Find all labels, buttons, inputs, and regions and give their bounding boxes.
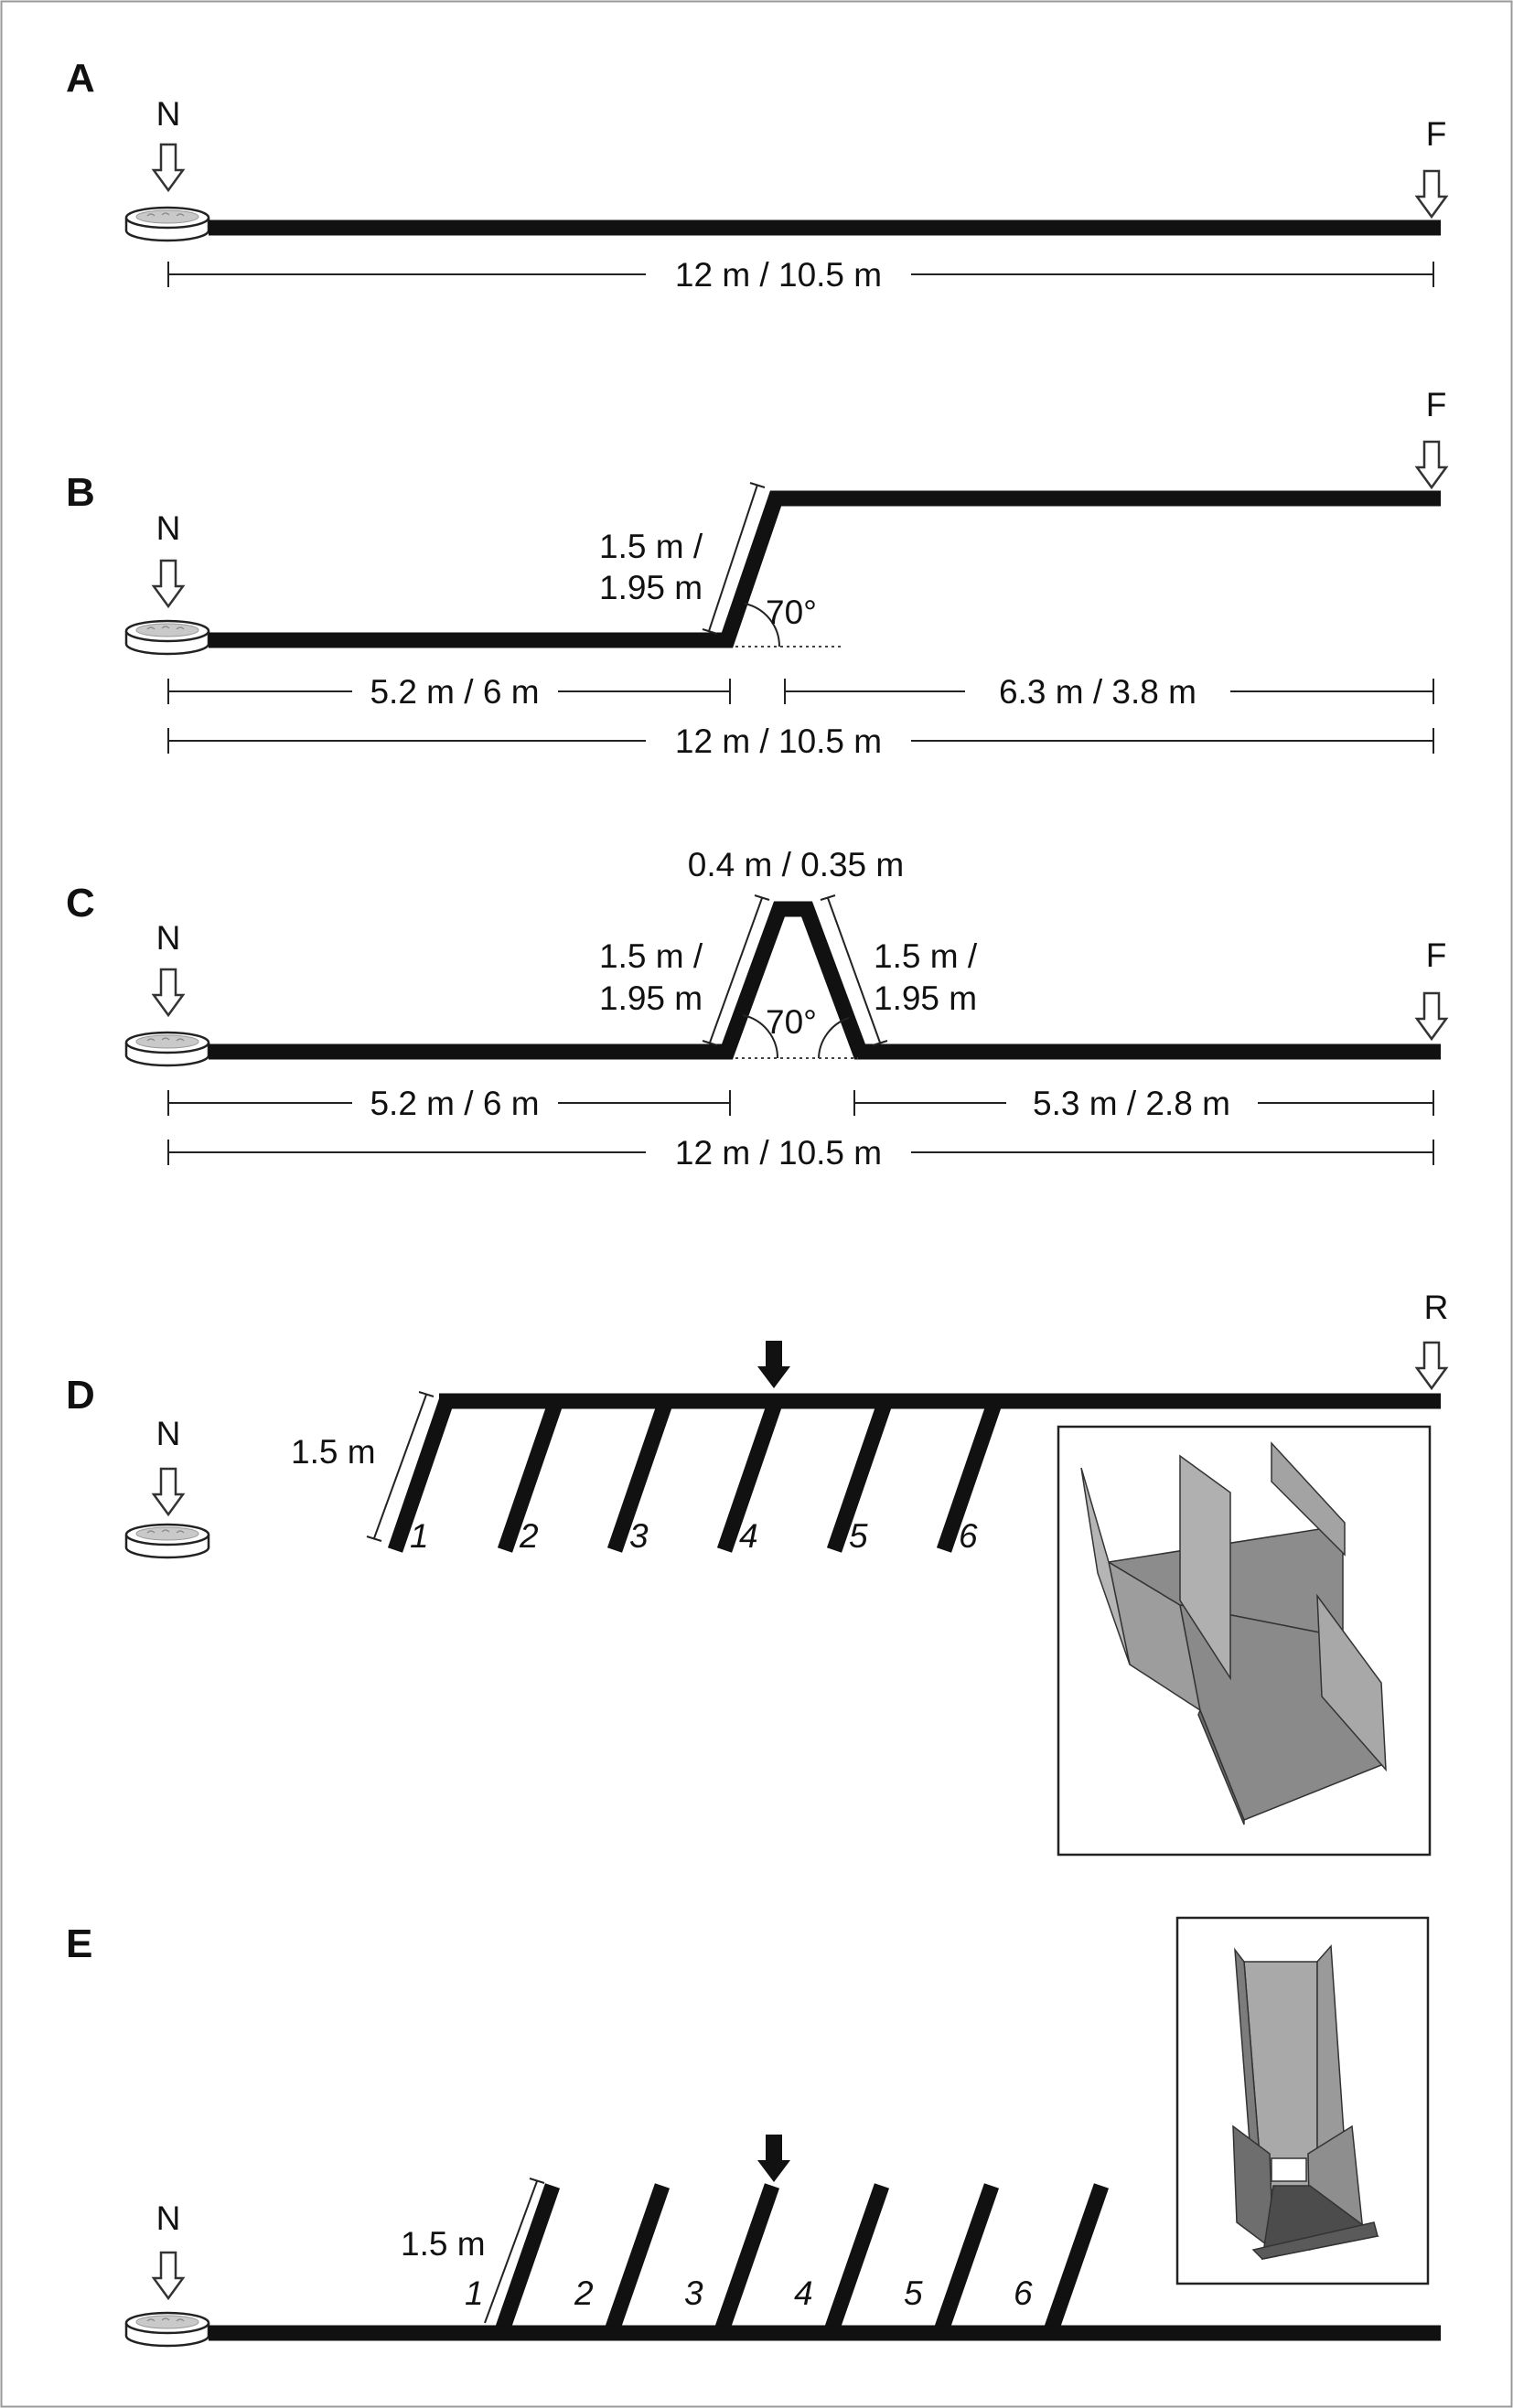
panel-d: D N R 1.5 m 1 2 3 4 5 6 xyxy=(66,1289,1449,1857)
panel-e-branch-number-5: 5 xyxy=(904,2274,923,2312)
panel-b-total-length: 12 m / 10.5 m xyxy=(675,722,882,760)
panel-e-nest-arrow-icon xyxy=(152,2251,185,2300)
panel-d-branch-1 xyxy=(387,1398,455,1553)
panel-a-total-dimension xyxy=(167,262,1434,287)
panel-c-right-ramp-line2: 1.95 m xyxy=(874,979,977,1017)
panel-d-food-dish-icon xyxy=(124,1523,210,1559)
panel-e-branch-length: 1.5 m xyxy=(401,2225,486,2263)
panel-d-branch-6 xyxy=(936,1398,1003,1553)
panel-d-branches xyxy=(387,1398,1003,1553)
panel-b-food-dish-icon xyxy=(124,619,210,656)
panel-e-branch-bracket xyxy=(484,2178,545,2324)
panel-b-ramp-length-line1: 1.5 m / xyxy=(599,528,703,565)
panel-d-inset-3d-view xyxy=(1057,1425,1432,1857)
panel-e-branches xyxy=(493,2183,1110,2336)
panel-e-branch-6 xyxy=(1042,2183,1110,2336)
panel-d-branch-5 xyxy=(826,1398,894,1553)
panel-c-food-dish-icon xyxy=(124,1031,210,1067)
panel-d-branch-number-4: 4 xyxy=(739,1517,758,1555)
panel-c-left-angle-arc xyxy=(742,1014,779,1059)
panel-e-nest-marker: N xyxy=(156,2199,181,2237)
panel-c-right-ramp-line1: 1.5 m / xyxy=(874,937,978,975)
panel-e-branch-number-3: 3 xyxy=(684,2274,703,2312)
panel-b-end-arrow-icon xyxy=(1415,440,1448,489)
panel-c-nest-arrow-icon xyxy=(152,968,185,1017)
panel-b-nest-marker: N xyxy=(156,509,181,547)
panel-b-before-ramp: 5.2 m / 6 m xyxy=(370,673,539,711)
panel-a-nest-arrow-icon xyxy=(152,143,185,192)
panel-d-branch-length: 1.5 m xyxy=(291,1433,376,1471)
panel-c-total-length: 12 m / 10.5 m xyxy=(675,1134,882,1172)
panel-e-branch-2 xyxy=(603,2183,671,2336)
panel-c-end-arrow-icon xyxy=(1415,991,1448,1041)
panel-d-branch-number-1: 1 xyxy=(410,1517,429,1555)
panel-c-top-width: 0.4 m / 0.35 m xyxy=(688,846,905,883)
panel-d-label: D xyxy=(66,1373,95,1418)
panel-e-branch-number-1: 1 xyxy=(465,2274,484,2312)
panel-c-left-ramp-line2: 1.95 m xyxy=(599,979,703,1017)
panel-b: B N F 1.5 m / 1.95 m 70° 5.2 m / 6 m 6.3… xyxy=(66,386,1448,760)
panel-d-branch-bracket xyxy=(366,1391,435,1542)
panel-e-entry-arrow-icon xyxy=(757,2135,790,2182)
panel-b-label: B xyxy=(66,470,95,515)
panel-d-branch-3 xyxy=(606,1398,674,1553)
panel-c-track xyxy=(209,901,1441,1060)
panel-c-dimension-lines xyxy=(167,1090,1434,1165)
panel-e-branch-number-6: 6 xyxy=(1014,2274,1033,2312)
panel-b-after-ramp: 6.3 m / 3.8 m xyxy=(999,673,1196,711)
panel-e-branch-4 xyxy=(822,2183,890,2336)
panel-e: E N 1.5 m 1 2 3 4 5 6 xyxy=(66,1916,1441,2348)
panel-c-right-ramp-bracket xyxy=(820,894,888,1046)
panel-c-after-ramp: 5.3 m / 2.8 m xyxy=(1033,1085,1230,1122)
panel-c-left-ramp-bracket xyxy=(702,894,770,1046)
panel-b-angle-arc xyxy=(744,603,781,647)
panel-b-ramp-length-line2: 1.95 m xyxy=(599,569,703,606)
panel-c-right-angle-arc xyxy=(818,1017,850,1059)
panel-d-nest-marker: N xyxy=(156,1415,181,1452)
panel-c: C N F 0.4 m / 0.35 m 1.5 m / 1.95 m 1.5 … xyxy=(66,846,1448,1172)
panel-c-nest-marker: N xyxy=(156,919,181,957)
panel-e-branch-1 xyxy=(493,2183,561,2336)
panel-b-track xyxy=(209,490,1441,648)
panel-c-label: C xyxy=(66,881,95,926)
panel-e-branch-number-4: 4 xyxy=(794,2274,813,2312)
panel-e-inset-3d-view xyxy=(1175,1916,1430,2285)
panel-b-dimension-lines xyxy=(167,679,1434,754)
panel-e-food-dish-icon xyxy=(124,2311,210,2348)
panel-e-branch-number-2: 2 xyxy=(574,2274,594,2312)
panel-d-branch-number-3: 3 xyxy=(629,1517,649,1555)
panel-d-branch-number-6: 6 xyxy=(959,1517,978,1555)
panel-c-end-marker: F xyxy=(1426,936,1447,974)
panel-d-branch-number-5: 5 xyxy=(849,1517,868,1555)
panel-d-end-arrow-icon xyxy=(1415,1341,1448,1390)
panel-c-before-ramp: 5.2 m / 6 m xyxy=(370,1085,539,1122)
panel-a: A N F 12 m / 10.5 m xyxy=(66,56,1448,294)
panel-a-food-dish-icon xyxy=(124,206,210,242)
panel-d-nest-arrow-icon xyxy=(152,1467,185,1516)
panel-b-nest-arrow-icon xyxy=(152,559,185,608)
panel-e-branch-3 xyxy=(713,2183,780,2336)
panel-c-left-ramp-line1: 1.5 m / xyxy=(599,937,703,975)
panel-b-ramp-bracket xyxy=(702,482,766,635)
panel-d-end-marker: R xyxy=(1424,1289,1449,1326)
panel-d-branch-2 xyxy=(497,1398,564,1553)
panel-a-label: A xyxy=(66,56,95,101)
panel-c-angle: 70° xyxy=(766,1003,817,1041)
panel-d-branch-4 xyxy=(716,1398,784,1553)
panel-d-entry-arrow-icon xyxy=(757,1341,790,1388)
panel-d-branch-number-2: 2 xyxy=(519,1517,539,1555)
panel-a-nest-marker: N xyxy=(156,95,181,133)
panel-a-total-length: 12 m / 10.5 m xyxy=(675,256,882,294)
panel-a-end-marker: F xyxy=(1426,115,1447,153)
panel-b-end-marker: F xyxy=(1426,386,1447,423)
panel-e-branch-5 xyxy=(932,2183,1000,2336)
panel-a-end-arrow-icon xyxy=(1415,169,1448,219)
panel-e-label: E xyxy=(66,1921,92,1966)
panel-b-angle: 70° xyxy=(766,594,817,631)
